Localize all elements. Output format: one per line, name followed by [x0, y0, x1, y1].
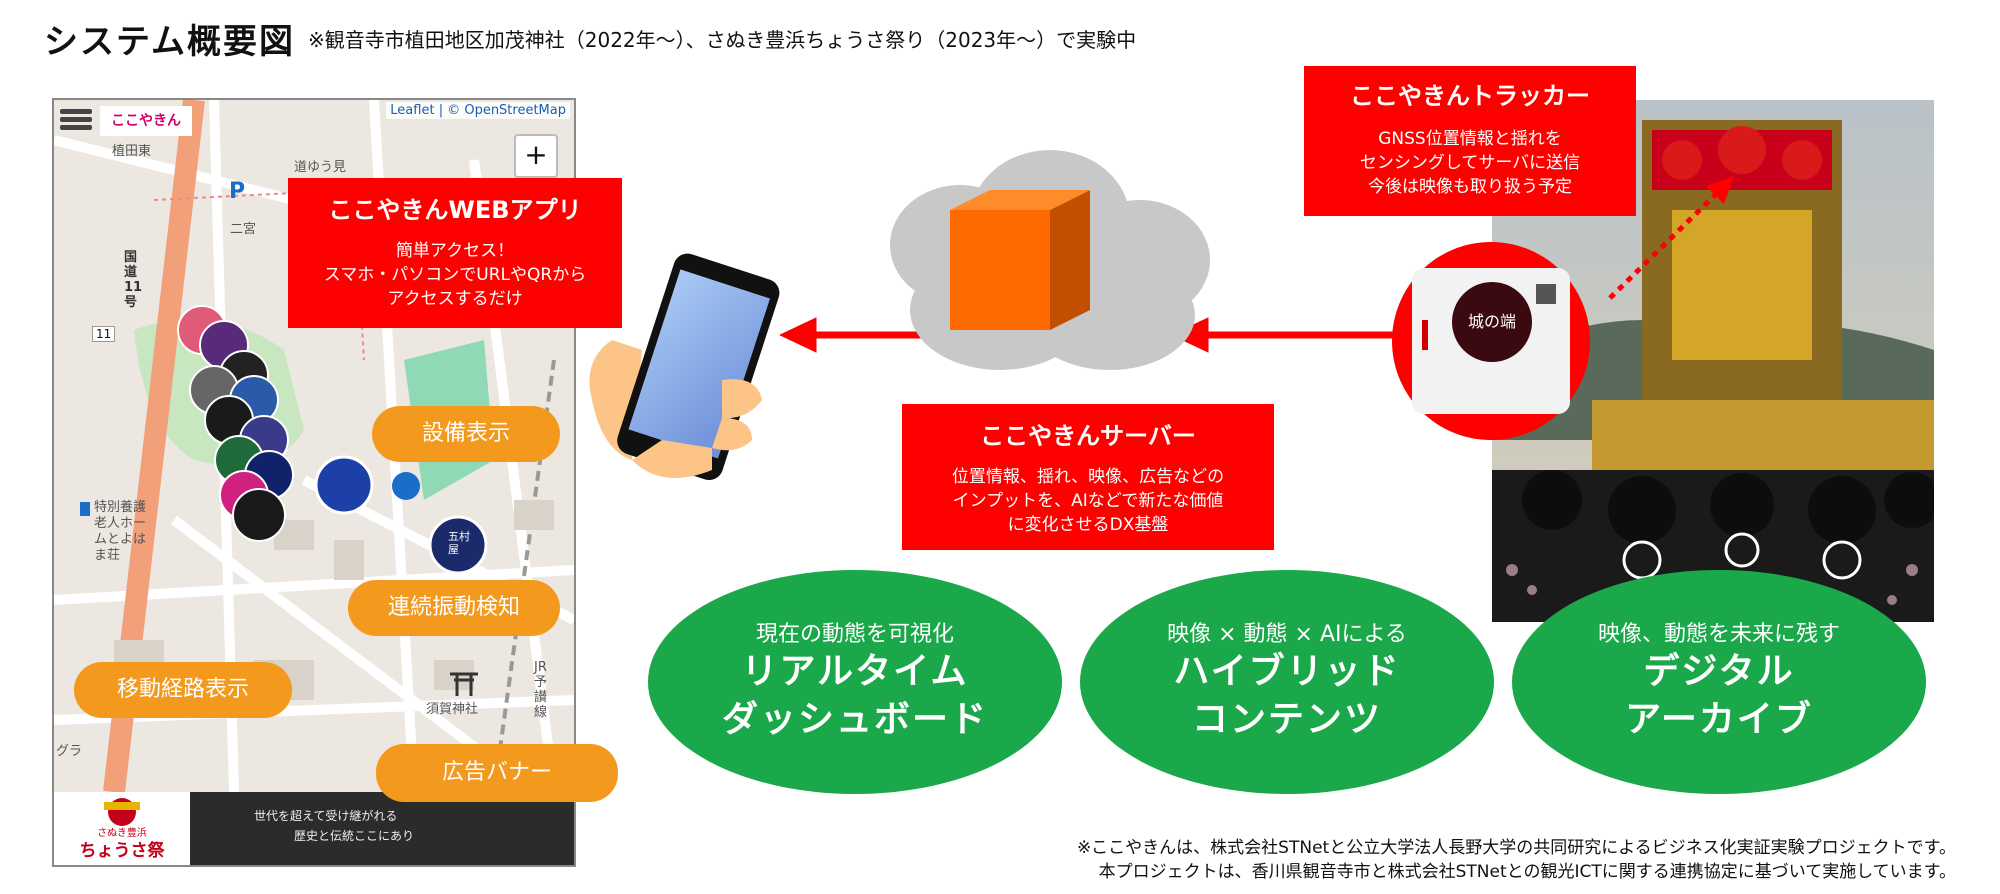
web-app-desc: スマホ・パソコンでURLやQRから: [323, 265, 587, 285]
tracker-device-callout: 城の端: [1392, 242, 1590, 440]
tracker-device-icon: 城の端: [1412, 268, 1570, 414]
web-app-box: ここやきんWEBアプリ 簡単アクセス！ スマホ・パソコンでURLやQRから アク…: [288, 178, 622, 328]
gas-station-icon: [80, 502, 90, 516]
ellipse-heading: コンテンツ: [1191, 699, 1382, 740]
restroom-icon: [392, 472, 420, 500]
tracker-desc: 今後は映像も取り扱う予定: [1368, 177, 1572, 197]
vibration-detection-pill: 連続振動検知: [348, 580, 560, 636]
poi-label: 二宮: [230, 222, 257, 237]
banner-tagline-line: 世代を超えて受け継がれる: [254, 809, 398, 823]
ellipse-caption: 現在の動態を可視化: [755, 622, 954, 647]
poi-label: 道ゆう見: [294, 160, 347, 175]
realtime-dashboard-ellipse: 現在の動態を可視化 リアルタイム ダッシュボード: [648, 570, 1062, 794]
poi-label: 須賀神社: [426, 702, 479, 717]
float-marker-cluster[interactable]: [177, 305, 488, 575]
tracker-device-label: 城の端: [1452, 282, 1532, 362]
cloud-server-illustration: [890, 150, 1210, 370]
ellipse-heading: デジタル: [1643, 651, 1795, 692]
app-logo: ここやきん: [100, 106, 192, 136]
poi-label: グラ: [56, 744, 83, 759]
poi-label: 五村屋: [448, 530, 470, 556]
road-label: 国道11号: [124, 250, 143, 310]
web-app-title: ここやきんWEBアプリ: [328, 196, 582, 224]
menu-icon[interactable]: [60, 106, 92, 134]
ad-banner[interactable]: さぬき豊浜 ちょうさ祭 世代を超えて受け継がれる 歴史と伝統ここにあり: [54, 792, 574, 865]
torii-icon: [450, 672, 478, 696]
page-title: システム概要図: [44, 22, 295, 62]
server-title: ここやきんサーバー: [980, 422, 1196, 450]
banner-tagline: 世代を超えて受け継がれる 歴史と伝統ここにあり: [254, 806, 414, 846]
route-number-sign: 11: [92, 326, 116, 342]
zoom-in-button[interactable]: +: [514, 134, 558, 178]
server-desc: に変化させるDX基盤: [1007, 515, 1169, 535]
web-app-desc: 簡単アクセス！: [395, 241, 515, 261]
smartphone-icon: [617, 253, 780, 481]
festival-logo: さぬき豊浜 ちょうさ祭: [54, 792, 190, 865]
server-box: ここやきんサーバー 位置情報、揺れ、映像、広告などの インプットを、AIなどで新…: [902, 404, 1274, 550]
ellipse-heading: リアルタイム: [741, 651, 969, 692]
festival-logo-prefix: さぬき豊浜: [97, 828, 147, 839]
map-attribution[interactable]: Leaflet | © OpenStreetMap: [386, 102, 570, 119]
poi-label: 特別養護老人ホームとよはま荘: [94, 500, 147, 563]
server-box-icon: [950, 190, 1090, 330]
qr-code-icon: [1536, 284, 1556, 304]
server-desc: 位置情報、揺れ、映像、広告などの: [951, 467, 1225, 487]
web-app-desc: アクセスするだけ: [387, 289, 523, 309]
festival-logo-text: ちょうさ祭: [79, 841, 165, 861]
ellipse-caption: 映像、動態を未来に残す: [1597, 622, 1840, 647]
tracker-desc: GNSS位置情報と揺れを: [1378, 129, 1562, 149]
route-display-pill: 移動経路表示: [74, 662, 292, 718]
festival-mascot-icon: [104, 798, 140, 826]
tracker-arrow-icon: [1422, 320, 1428, 350]
server-desc: インプットを、AIなどで新たな価値: [952, 491, 1224, 511]
banner-tagline-line: 歴史と伝統ここにあり: [294, 829, 415, 843]
parking-icon: P: [229, 179, 245, 204]
footnote-line: ※ここやきんは、株式会社STNetと公立大学法人長野大学の共同研究によるビジネス…: [1076, 838, 1956, 858]
equipment-display-pill: 設備表示: [372, 406, 560, 462]
ellipse-heading: アーカイブ: [1625, 699, 1813, 740]
smartphone-hand-illustration: [589, 253, 780, 481]
digital-archive-ellipse: 映像、動態を未来に残す デジタル アーカイブ: [1512, 570, 1926, 794]
footnote-line: 本プロジェクトは、香川県観音寺市と株式会社STNetとの観光ICTに関する連携協…: [1098, 862, 1956, 882]
tracker-title: ここやきんトラッカー: [1350, 82, 1590, 110]
tracker-pointer-arrow: [1608, 176, 1734, 300]
page-subtitle: ※観音寺市植田地区加茂神社（2022年〜）、さぬき豊浜ちょうさ祭り（2023年〜…: [308, 28, 1137, 52]
hybrid-content-ellipse: 映像 × 動態 × AIによる ハイブリッド コンテンツ: [1080, 570, 1494, 794]
ellipse-caption: 映像 × 動態 × AIによる: [1167, 622, 1407, 647]
ad-banner-pill: 広告バナー: [376, 744, 618, 802]
tracker-desc: センシングしてサーバに送信: [1359, 153, 1581, 173]
ellipse-heading: ダッシュボード: [721, 699, 988, 740]
ellipse-heading: ハイブリッド: [1173, 651, 1401, 692]
footnote: ※ここやきんは、株式会社STNetと公立大学法人長野大学の共同研究によるビジネス…: [1077, 836, 1956, 884]
tracker-box: ここやきんトラッカー GNSS位置情報と揺れを センシングしてサーバに送信 今後…: [1304, 66, 1636, 216]
rail-label: JR予讃線: [534, 660, 548, 720]
poi-label: 植田東: [112, 144, 152, 159]
